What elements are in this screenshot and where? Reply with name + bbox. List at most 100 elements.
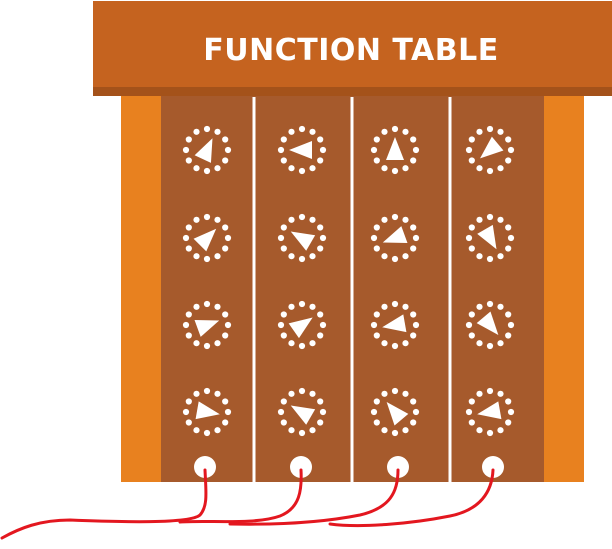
rotary-switch-icon[interactable]	[370, 125, 420, 175]
dial-grid	[182, 125, 515, 437]
dial-position-dot	[185, 136, 192, 143]
dial-position-dot	[497, 253, 504, 260]
dial-position-dot	[182, 234, 190, 242]
dial-position-dot	[224, 321, 232, 329]
dial-position-dot	[391, 342, 399, 350]
dial-position-dot	[373, 224, 380, 231]
dial-position-dot	[486, 255, 494, 263]
dial-position-dot	[507, 146, 515, 154]
rotary-switch-icon[interactable]	[182, 125, 232, 175]
dial-position-dot	[280, 419, 287, 426]
dial-pointer	[382, 226, 408, 244]
dial-position-dot	[507, 408, 515, 416]
dial-position-dot	[222, 311, 229, 318]
rotary-switch-icon[interactable]	[182, 300, 232, 350]
red-wire-icon	[0, 468, 208, 540]
dial-position-dot	[468, 224, 475, 231]
dial-position-dot	[182, 321, 190, 329]
dial-position-dot	[391, 300, 399, 308]
dial-position-dot	[193, 340, 200, 347]
dial-pointer	[290, 405, 316, 425]
dial-position-dot	[298, 167, 306, 175]
dial-position-dot	[497, 390, 504, 397]
dial-pointer	[193, 228, 217, 252]
column-dividers	[252, 97, 452, 482]
rotary-switch-icon[interactable]	[465, 387, 515, 437]
dial-position-dot	[298, 387, 306, 395]
dial-position-dot	[465, 146, 473, 154]
dial-position-dot	[465, 321, 473, 329]
rotary-switch-icon[interactable]	[465, 213, 515, 263]
dial-position-dot	[319, 408, 327, 416]
dial-position-dot	[280, 136, 287, 143]
dial-position-dot	[309, 128, 316, 135]
rotary-switch-icon[interactable]	[370, 387, 420, 437]
dial-position-dot	[476, 390, 483, 397]
dial-position-dot	[486, 342, 494, 350]
dial-position-dot	[317, 136, 324, 143]
output-terminal-icon[interactable]	[387, 456, 409, 478]
page-title: FUNCTION TABLE	[203, 33, 499, 68]
dial-position-dot	[507, 321, 515, 329]
dial-position-dot	[203, 300, 211, 308]
rotary-switch-icon[interactable]	[277, 387, 327, 437]
dial-position-dot	[288, 390, 295, 397]
dial-position-dot	[505, 136, 512, 143]
dial-position-dot	[410, 157, 417, 164]
dial-position-dot	[185, 245, 192, 252]
dial-position-dot	[391, 213, 399, 221]
output-terminal-icon[interactable]	[194, 456, 216, 478]
rotary-switch-icon[interactable]	[182, 387, 232, 437]
dial-position-dot	[402, 165, 409, 172]
dial-position-dot	[298, 429, 306, 437]
dial-position-dot	[317, 157, 324, 164]
dial-position-dot	[381, 340, 388, 347]
dial-position-dot	[309, 427, 316, 434]
dial-position-dot	[468, 332, 475, 339]
rotary-switch-icon[interactable]	[182, 213, 232, 263]
dial-pointer	[477, 224, 497, 250]
dial-position-dot	[391, 387, 399, 395]
dial-position-dot	[486, 387, 494, 395]
dial-position-dot	[214, 165, 221, 172]
output-terminal-icon[interactable]	[290, 456, 312, 478]
dial-position-dot	[309, 253, 316, 260]
dial-position-dot	[203, 213, 211, 221]
dial-position-dot	[465, 234, 473, 242]
output-terminal-icon[interactable]	[482, 456, 504, 478]
dial-position-dot	[222, 136, 229, 143]
dial-position-dot	[277, 146, 285, 154]
dial-position-dot	[391, 255, 399, 263]
dial-position-dot	[505, 245, 512, 252]
dial-position-dot	[412, 321, 420, 329]
dial-position-dot	[222, 332, 229, 339]
dial-position-dot	[486, 213, 494, 221]
dial-position-dot	[214, 340, 221, 347]
dial-position-dot	[298, 342, 306, 350]
dial-position-dot	[203, 387, 211, 395]
dial-position-dot	[468, 157, 475, 164]
dial-position-dot	[214, 390, 221, 397]
rotary-switch-icon[interactable]	[277, 300, 327, 350]
dial-position-dot	[381, 390, 388, 397]
dial-position-dot	[298, 300, 306, 308]
dial-position-dot	[193, 253, 200, 260]
dial-position-dot	[410, 398, 417, 405]
dial-position-dot	[185, 419, 192, 426]
rotary-switch-icon[interactable]	[370, 213, 420, 263]
rotary-switch-icon[interactable]	[465, 300, 515, 350]
rotary-switch-icon[interactable]	[465, 125, 515, 175]
dial-position-dot	[193, 303, 200, 310]
dial-position-dot	[214, 427, 221, 434]
rotary-switch-icon[interactable]	[277, 125, 327, 175]
right-side-panel	[544, 95, 584, 482]
dial-position-dot	[224, 408, 232, 416]
rotary-switch-icon[interactable]	[277, 213, 327, 263]
dial-position-dot	[222, 245, 229, 252]
dial-position-dot	[288, 128, 295, 135]
dial-position-dot	[288, 427, 295, 434]
dial-position-dot	[280, 157, 287, 164]
dial-pointer	[476, 311, 499, 335]
dial-position-dot	[280, 398, 287, 405]
rotary-switch-icon[interactable]	[370, 300, 420, 350]
